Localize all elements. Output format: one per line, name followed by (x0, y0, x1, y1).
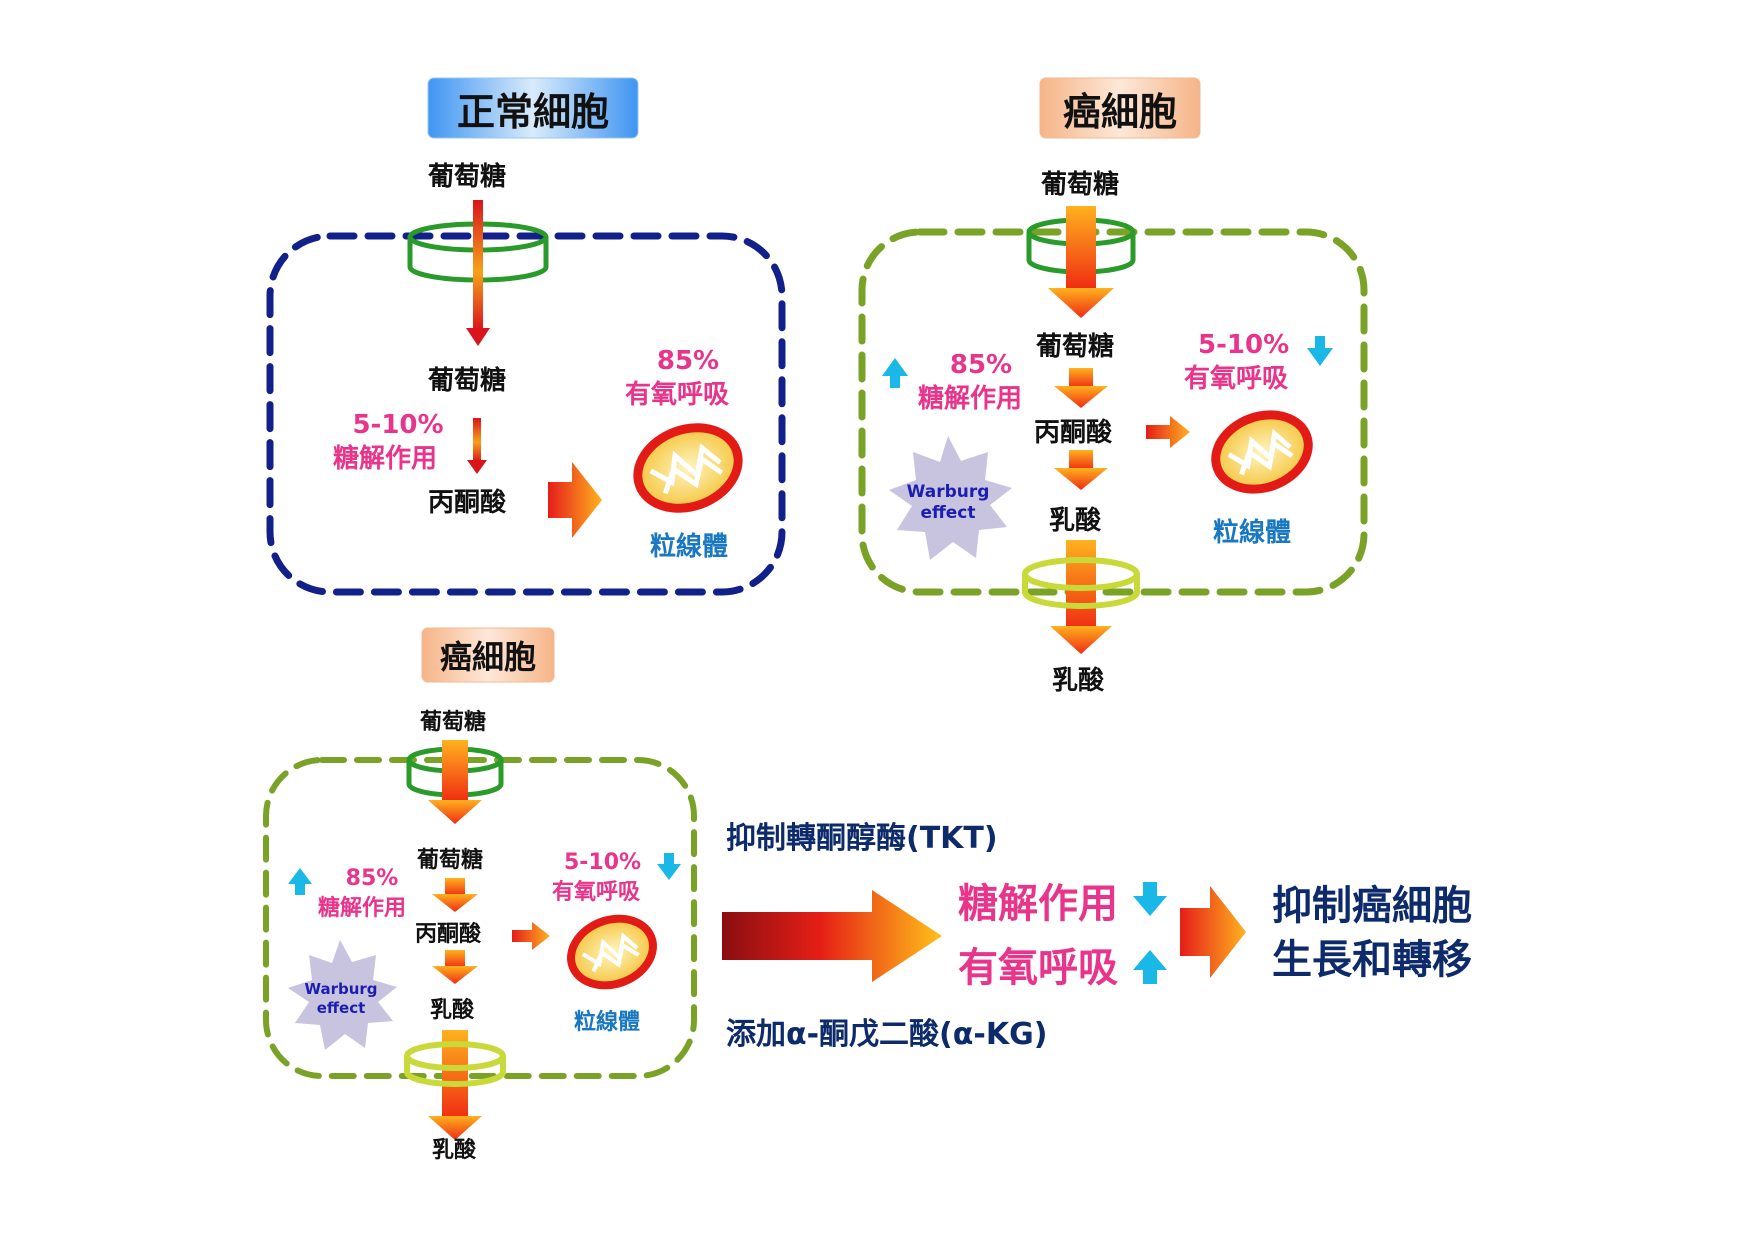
lactate-label-cancer-top-inside: 乳酸 (1049, 506, 1102, 536)
title-normal-cell-text: 正常細胞 (456, 89, 609, 134)
arrow-glycolysis-normal (473, 418, 481, 462)
title-cancer-cell-bottom: 癌細胞 (422, 628, 554, 682)
pyruvate-label-normal: 丙酮酸 (428, 488, 507, 518)
outcome-line1: 抑制癌細胞 (1272, 883, 1472, 929)
glucose-label-normal-outside: 葡萄糖 (428, 162, 507, 192)
arrowhead (1048, 288, 1114, 318)
mitochondria-icon-normal (633, 423, 743, 513)
arrow-to-mitochondria-cancer-bottom (512, 922, 550, 950)
result-respiration-up-arrow (1133, 950, 1167, 984)
big-treatment-arrow (722, 890, 942, 982)
add-akg-label: 添加α-酮戊二酸(α-KG) (726, 1017, 1048, 1052)
arrowhead (432, 966, 478, 984)
respiration-pct-cancer-bottom: 5-10% (564, 850, 642, 875)
glycolysis-label-cancer-bottom: 糖解作用 (318, 896, 407, 921)
glycolysis-pct-cancer-top: 85% (949, 350, 1013, 380)
glucose-label-cancer-bottom-inside: 葡萄糖 (417, 848, 484, 873)
glucose-label-cancer-top-inside: 葡萄糖 (1036, 332, 1115, 362)
glycolysis-pct-normal: 5-10% (352, 410, 444, 440)
arrowhead (432, 894, 478, 912)
warburg-line2: effect (920, 503, 976, 524)
respiration-pct-cancer-top: 5-10% (1198, 330, 1290, 360)
lactate-label-cancer-bottom-inside: 乳酸 (430, 998, 475, 1023)
cell-membrane-cancer-bottom (263, 757, 697, 1079)
arrow-glycolysis-2-cancer-top (1069, 450, 1093, 470)
warburg-line1: Warburg (906, 482, 990, 502)
glycolysis-label-cancer-top: 糖解作用 (918, 384, 1023, 414)
pyruvate-label-cancer-bottom: 丙酮酸 (415, 922, 482, 947)
arrowhead (1050, 626, 1112, 654)
arrow-glucose-entry-cancer-bottom (442, 740, 468, 802)
result-glycolysis-down-arrow (1133, 882, 1167, 916)
warburg-line1: Warburg (304, 980, 378, 998)
respiration-pct-normal: 85% (656, 346, 720, 376)
arrowhead (428, 1116, 482, 1140)
down-arrow-respiration-cancer-top (1307, 336, 1333, 366)
arrow-glycolysis-1-cancer-bottom (445, 878, 465, 896)
lactate-label-cancer-bottom-outside: 乳酸 (432, 1138, 477, 1163)
title-cancer-cell-top: 癌細胞 (1040, 78, 1200, 138)
title-box-normal (427, 77, 639, 139)
arrowhead (1054, 468, 1108, 490)
warburg-star-cancer-bottom (288, 940, 397, 1050)
inhibit-tkt-label: 抑制轉酮醇酶(TKT) (726, 821, 998, 856)
mitochondria-label-cancer-top: 粒線體 (1213, 518, 1292, 548)
mitochondria-label-cancer-bottom: 粒線體 (574, 1010, 641, 1035)
arrow-to-mitochondria-normal (548, 462, 602, 538)
title-normal-cell: 正常細胞 (428, 78, 638, 138)
respiration-label-normal: 有氧呼吸 (625, 380, 730, 410)
outcome-arrow (1180, 886, 1246, 978)
lactate-label-cancer-top-outside: 乳酸 (1052, 666, 1105, 696)
pyruvate-label-cancer-top: 丙酮酸 (1034, 418, 1113, 448)
arrow-glucose-entry-normal (473, 200, 483, 330)
glucose-label-cancer-top-outside: 葡萄糖 (1041, 170, 1120, 200)
cell-membrane-cancer-top (858, 228, 1368, 596)
arrow-to-mitochondria-cancer-top (1146, 416, 1190, 448)
arrow-glucose-entry-cancer-top (1066, 206, 1096, 290)
title-box-cancer-bottom (421, 627, 555, 683)
arrowhead (467, 460, 487, 474)
transporter-side (404, 1056, 506, 1087)
warburg-line2: effect (316, 998, 366, 1017)
title-cancer-cell-top-text: 癌細胞 (1062, 89, 1177, 134)
respiration-label-cancer-bottom: 有氧呼吸 (552, 880, 641, 905)
down-arrow-respiration-cancer-bottom (657, 853, 681, 880)
warburg-star-cancer-top (889, 436, 1012, 560)
up-arrow-glycolysis-cancer-bottom (288, 868, 312, 895)
arrowhead (1054, 386, 1108, 408)
arrowhead (428, 800, 482, 824)
outcome-line2: 生長和轉移 (1272, 937, 1472, 983)
glycolysis-pct-cancer-bottom: 85% (345, 866, 399, 891)
mitochondria-icon-cancer-bottom (567, 914, 657, 990)
transporter-side (1022, 574, 1140, 609)
mitochondria-icon-cancer-top (1211, 410, 1313, 494)
warburg-label-cancer-top: Warburg effect (898, 482, 998, 525)
warburg-label-cancer-bottom: Warburg effect (296, 980, 386, 1018)
glucose-label-normal-inside: 葡萄糖 (428, 366, 507, 396)
title-cancer-cell-bottom-text: 癌細胞 (439, 638, 536, 676)
glucose-label-cancer-bottom-outside: 葡萄糖 (420, 710, 487, 735)
arrow-glycolysis-2-cancer-bottom (445, 950, 465, 968)
result-glycolysis-label: 糖解作用 (958, 881, 1118, 927)
glycolysis-label-normal: 糖解作用 (333, 444, 438, 474)
arrow-glycolysis-1-cancer-top (1069, 368, 1093, 388)
mitochondria-label-normal: 粒線體 (650, 532, 729, 562)
cell-membrane-normal (266, 232, 786, 596)
arrowhead (466, 328, 490, 346)
result-respiration-label: 有氧呼吸 (958, 945, 1118, 991)
title-box-cancer-top (1039, 77, 1201, 139)
respiration-label-cancer-top: 有氧呼吸 (1184, 364, 1289, 394)
up-arrow-glycolysis-cancer-top (882, 358, 908, 388)
